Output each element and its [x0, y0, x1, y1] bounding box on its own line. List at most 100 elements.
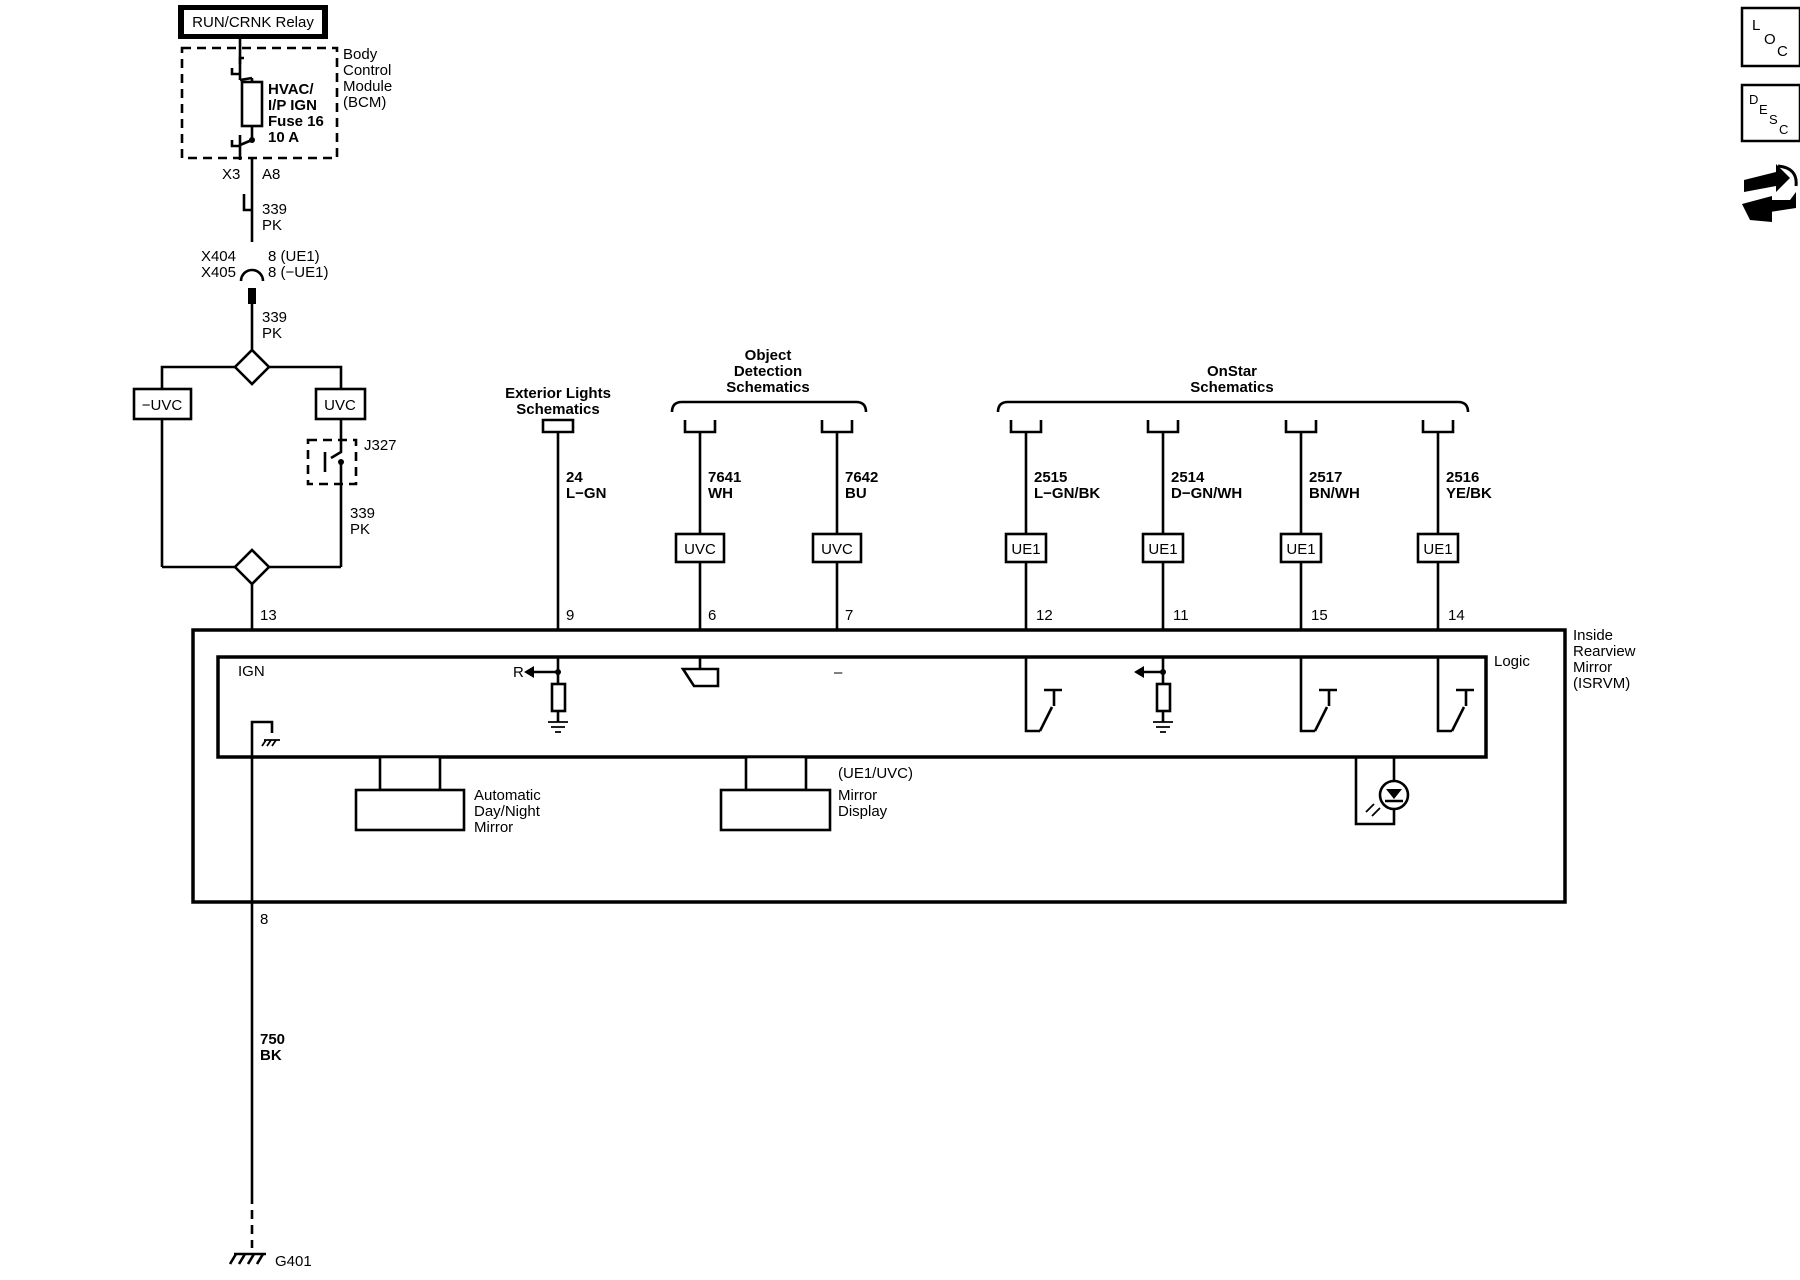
loc-letter: O	[1764, 31, 1776, 48]
isrvm-name-line: Rearview	[1573, 643, 1636, 660]
connector-view-icon[interactable]	[1742, 164, 1798, 222]
pin-number: 11	[1173, 607, 1189, 624]
ground-pin-number: 8	[260, 911, 268, 928]
desc-letter: E	[1759, 102, 1768, 117]
desc-letter: C	[1779, 122, 1788, 137]
option-box-label: UVC	[684, 541, 716, 558]
fuse-label-line: HVAC/	[268, 81, 314, 98]
loc-letter: L	[1752, 17, 1760, 34]
circuit-number: 2515	[1034, 469, 1067, 486]
exterior-lights-group: Exterior Lights Schematics	[505, 385, 611, 418]
circuit-color: BN/WH	[1309, 485, 1360, 502]
option-box-label: UE1	[1286, 541, 1315, 558]
wire-color: PK	[262, 325, 282, 342]
option-box-label: −UVC	[142, 397, 183, 414]
pin-number: 12	[1036, 607, 1053, 624]
isrvm-name-line: Inside	[1573, 627, 1613, 644]
auto-mirror-label-line: Day/Night	[474, 803, 541, 820]
group-title-line: OnStar	[1207, 363, 1257, 380]
connector-x3-pin: A8	[262, 166, 280, 183]
object-detection-group: Object Detection Schematics	[670, 347, 868, 413]
circuit-column-7641: 7641 WH UVC 6	[674, 420, 741, 630]
bcm-name-line: (BCM)	[343, 94, 386, 111]
option-box-label: UVC	[821, 541, 853, 558]
option-box-label: UE1	[1148, 541, 1177, 558]
bcm-module: Body Control Module (BCM)	[180, 46, 392, 160]
option-box-label: UVC	[324, 397, 356, 414]
circuit-color: D−GN/WH	[1171, 485, 1242, 502]
mirror-display-label-line: Mirror	[838, 787, 877, 804]
circuit-number: 7641	[708, 469, 741, 486]
circuit-column-7642: 7642 BU UVC 7	[811, 420, 878, 630]
bcm-name-line: Body	[343, 46, 378, 63]
group-title-line: Schematics	[516, 401, 599, 418]
fuse-label-line: I/P IGN	[268, 97, 317, 114]
ign-pin-number: 13	[260, 607, 277, 624]
run-crnk-relay: RUN/CRNK Relay	[178, 5, 328, 39]
isrvm-name-line: (ISRVM)	[1573, 675, 1630, 692]
isrvm-module: Inside Rearview Mirror (ISRVM) Logic IGN…	[191, 627, 1636, 904]
circuit-number: 24	[566, 469, 583, 486]
circuit-column-2515: 2515 L−GN/BK UE1 12	[1004, 420, 1100, 630]
inline-connector-pin: 8 (−UE1)	[268, 264, 328, 281]
group-title-line: Detection	[734, 363, 802, 380]
onstar-group: OnStar Schematics	[996, 363, 1470, 413]
inline-connector-x404-x405: X404 X405 8 (UE1) 8 (−UE1)	[201, 248, 328, 304]
circuit-column-2517: 2517 BN/WH UE1 15	[1279, 420, 1360, 630]
desc-button[interactable]: D E S C	[1740, 83, 1800, 143]
circuit-column-24: 24 L−GN 9	[541, 418, 606, 630]
group-title-line: Exterior Lights	[505, 385, 611, 402]
pin-number: 15	[1311, 607, 1328, 624]
bcm-name-line: Control	[343, 62, 391, 79]
relay-label: RUN/CRNK Relay	[192, 14, 314, 31]
jumper-label: J327	[364, 437, 397, 454]
option-branches: −UVC UVC J327 339 PK	[132, 348, 397, 586]
group-title-line: Schematics	[726, 379, 809, 396]
wire-color: PK	[350, 521, 370, 538]
circuit-number: 2516	[1446, 469, 1479, 486]
open-input-mark: –	[834, 664, 843, 681]
wire-circuit-number: 339	[350, 505, 375, 522]
fuse-label-line: Fuse 16	[268, 113, 324, 130]
inline-connector-label: X404	[201, 248, 236, 265]
circuit-number: 2517	[1309, 469, 1342, 486]
mirror-display-label-line: Display	[838, 803, 888, 820]
pin-number: 6	[708, 607, 716, 624]
circuit-color: L−GN	[566, 485, 606, 502]
circuit-color: WH	[708, 485, 733, 502]
isrvm-name-line: Mirror	[1573, 659, 1612, 676]
ground-path: 8 750 BK G401	[228, 757, 312, 1270]
option-box-label: UE1	[1011, 541, 1040, 558]
pin-number: 7	[845, 607, 853, 624]
ign-label: IGN	[238, 663, 265, 680]
r-input-label: R	[513, 664, 524, 681]
wire-circuit-number: 339	[262, 201, 287, 218]
connector-x3: X3 A8	[222, 158, 280, 212]
desc-letter: D	[1749, 92, 1758, 107]
connector-x3-label: X3	[222, 166, 240, 183]
bcm-name-line: Module	[343, 78, 392, 95]
circuit-column-2514: 2514 D−GN/WH UE1 11	[1141, 420, 1242, 630]
wire-color: PK	[262, 217, 282, 234]
desc-letter: S	[1769, 112, 1778, 127]
ground-label: G401	[275, 1253, 312, 1270]
circuit-column-2516: 2516 YE/BK UE1 14	[1416, 420, 1492, 630]
circuit-color: L−GN/BK	[1034, 485, 1100, 502]
inline-connector-pin: 8 (UE1)	[268, 248, 320, 265]
wire-circuit-number: 339	[262, 309, 287, 326]
loc-letter: C	[1777, 43, 1788, 60]
circuit-color: BU	[845, 485, 867, 502]
group-title-line: Schematics	[1190, 379, 1273, 396]
circuit-number: 2514	[1171, 469, 1205, 486]
fuse-16: HVAC/ I/P IGN Fuse 16 10 A	[230, 50, 324, 160]
wire-color: BK	[260, 1047, 282, 1064]
option-box-label: UE1	[1423, 541, 1452, 558]
loc-button[interactable]: L O C	[1740, 6, 1800, 68]
auto-mirror-label-line: Automatic	[474, 787, 541, 804]
auto-mirror-label-line: Mirror	[474, 819, 513, 836]
pin-number: 9	[566, 607, 574, 624]
wire-circuit-number: 750	[260, 1031, 285, 1048]
group-title-line: Object	[745, 347, 792, 364]
inline-connector-label: X405	[201, 264, 236, 281]
